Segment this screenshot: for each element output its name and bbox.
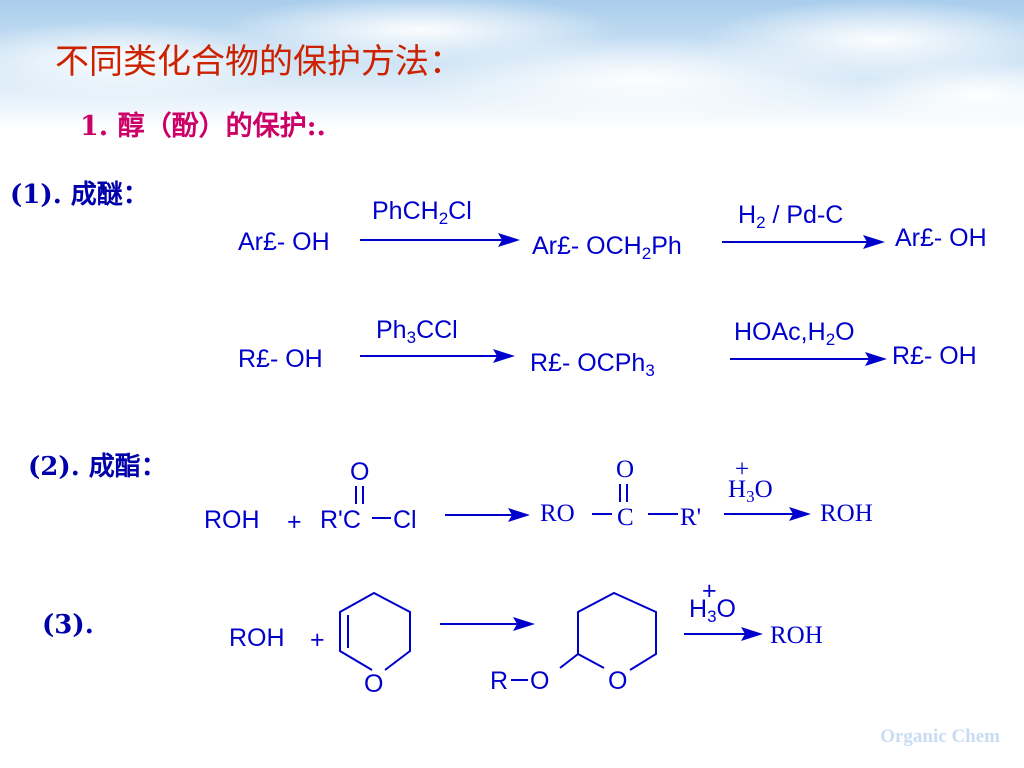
subtitle-alcohol-protection: 1. 醇（酚）的保护:. <box>80 111 326 142</box>
r4-plus: + <box>310 626 325 654</box>
r2-product: R£- OH <box>892 342 977 370</box>
r4-thp-ring-oxygen: O <box>608 667 628 695</box>
r4-dhp-ring-oxygen: O <box>364 670 384 698</box>
r4-hydronium-plus: + <box>702 577 717 605</box>
r3-hydronium: H3O <box>728 476 773 506</box>
page-title: 不同类化合物的保护方法： <box>55 42 463 82</box>
r3-product: ROH <box>820 500 873 527</box>
r4-hydronium: H3O <box>689 595 736 626</box>
r4-dhp-ring <box>339 591 411 671</box>
r3-arrow-1 <box>445 508 530 522</box>
r3-acyl-cl: Cl <box>393 506 417 534</box>
r3-arrow-2 <box>724 507 811 521</box>
r3-ester-oxygen: O <box>616 456 635 483</box>
watermark: Organic Chem <box>880 726 1000 747</box>
r1-reagent-a: PhCH2Cl <box>372 197 472 228</box>
r3-ester-bonds <box>592 484 678 515</box>
r2-intermediate: R£- OCPh3 <box>530 349 655 380</box>
r3-plus: + <box>287 508 302 536</box>
r1-reagent-b: H2 / Pd-C <box>738 201 844 232</box>
r2-arrow-2 <box>730 352 887 366</box>
r3-ester-ro: RO <box>540 500 575 527</box>
r4-arrow-2 <box>684 627 763 641</box>
r1-product: Ar£- OH <box>895 224 987 252</box>
section-ester: (2). 成酯： <box>28 452 167 482</box>
r3-carbonyl-oxygen: O <box>350 458 370 486</box>
r1-arrow-2 <box>722 235 885 249</box>
r4-arrow-1 <box>440 617 535 631</box>
section-thp: (3). <box>42 610 94 640</box>
r1-intermediate: Ar£- OCH2Ph <box>532 232 682 263</box>
r4-reactant: ROH <box>229 624 285 652</box>
r3-acyl-bonds <box>355 486 391 519</box>
r4-thp-ring <box>559 591 657 671</box>
section-ether: (1). 成醚： <box>10 180 149 210</box>
r3-reactant: ROH <box>204 506 260 534</box>
r1-reactant: Ar£- OH <box>238 228 330 256</box>
r1-arrow-1 <box>360 233 520 247</box>
r2-reactant: R£- OH <box>238 345 323 373</box>
r4-ether-oxygen: O <box>530 667 550 695</box>
r2-reagent-b: HOAc,H2O <box>734 318 855 349</box>
r3-ester-c: C <box>617 504 634 531</box>
r4-product: ROH <box>770 622 823 649</box>
r3-ester-r: R' <box>680 504 702 531</box>
r3-acyl-rc: R'C <box>320 506 361 534</box>
sky-banner <box>0 0 1024 130</box>
r2-reagent-a: Ph3CCl <box>376 316 458 347</box>
r4-ether-r: R <box>490 667 509 695</box>
r3-hydronium-plus: + <box>735 456 750 483</box>
r2-arrow-1 <box>360 349 515 363</box>
